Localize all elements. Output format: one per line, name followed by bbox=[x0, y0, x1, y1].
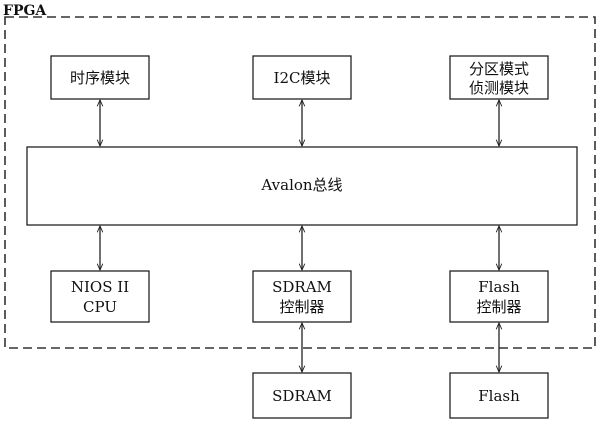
partition-detect-module: 分区模式 侦测模块 bbox=[449, 55, 549, 100]
sdram-controller-line1: SDRAM bbox=[272, 278, 332, 296]
sdram-controller-module: SDRAM 控制器 bbox=[252, 270, 352, 323]
flash-controller-line1: Flash bbox=[478, 278, 520, 296]
sdram-controller-line2: 控制器 bbox=[279, 298, 324, 316]
flash-chip-label: Flash bbox=[478, 387, 520, 405]
fpga-boundary bbox=[4, 16, 596, 349]
i2c-module: I2C模块 bbox=[252, 55, 352, 100]
flash-chip: Flash bbox=[449, 372, 549, 419]
nios-cpu-module-line2: CPU bbox=[83, 298, 117, 316]
avalon-bus-label: Avalon总线 bbox=[260, 176, 342, 194]
timing-module-label: 时序模块 bbox=[70, 69, 130, 87]
flash-controller-line2: 控制器 bbox=[476, 298, 521, 316]
i2c-module-label: I2C模块 bbox=[274, 69, 331, 87]
sdram-chip: SDRAM bbox=[252, 372, 352, 419]
nios-cpu-module: NIOS II CPU bbox=[50, 270, 150, 323]
partition-detect-module-line2: 侦测模块 bbox=[469, 79, 529, 97]
nios-cpu-module-line1: NIOS II bbox=[71, 278, 129, 296]
fpga-label: FPGA bbox=[3, 3, 47, 19]
flash-controller-module: Flash 控制器 bbox=[449, 270, 549, 323]
timing-module: 时序模块 bbox=[50, 55, 150, 100]
partition-detect-module-line1: 分区模式 bbox=[469, 60, 529, 78]
sdram-chip-label: SDRAM bbox=[272, 387, 332, 405]
avalon-bus: Avalon总线 bbox=[26, 146, 578, 226]
